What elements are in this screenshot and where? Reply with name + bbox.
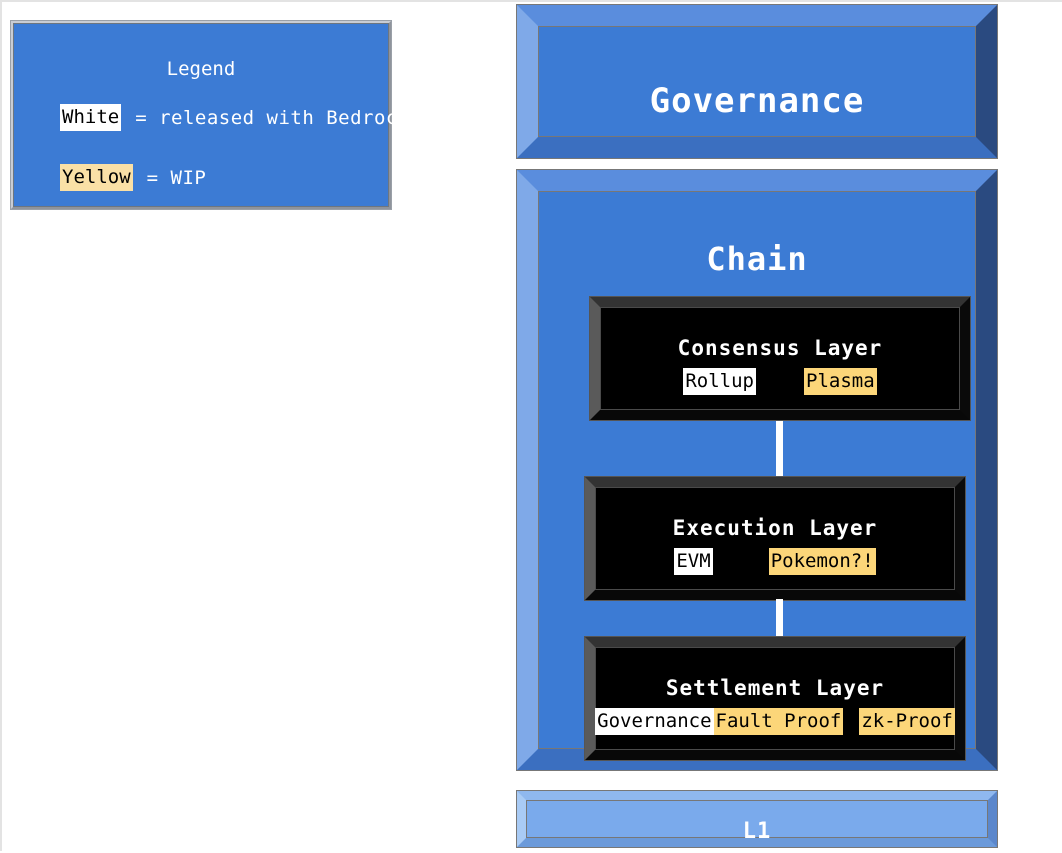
execution-layer-title: Execution Layer	[672, 516, 878, 540]
tag-evm[interactable]: EVM	[674, 548, 713, 575]
tag-governance[interactable]: Governance	[595, 708, 714, 735]
chain-inner: Chain Consensus Layer Rollup Plasma Exec…	[538, 191, 976, 761]
tag-plasma[interactable]: Plasma	[804, 368, 877, 395]
execution-layer-inner: Execution Layer EVM Pokemon?!	[595, 487, 955, 590]
settlement-layer-inner: Settlement Layer Governance Fault Proof …	[595, 647, 955, 750]
l1-title: L1	[742, 819, 772, 844]
tag-zk-proof[interactable]: zk-Proof	[859, 708, 955, 735]
legend-description-white: = released with Bedrock	[135, 106, 410, 129]
governance-box: Governance	[516, 4, 998, 159]
chain-box: Chain Consensus Layer Rollup Plasma Exec…	[516, 169, 998, 771]
connector-consensus-to-execution	[776, 421, 783, 478]
settlement-layer-tags: Governance Fault Proof zk-Proof	[595, 708, 955, 735]
consensus-layer-title: Consensus Layer	[677, 336, 883, 360]
consensus-layer-inner: Consensus Layer Rollup Plasma	[600, 307, 960, 410]
governance-inner: Governance	[538, 26, 976, 137]
settlement-layer-title: Settlement Layer	[665, 676, 885, 700]
governance-title: Governance	[649, 81, 865, 121]
execution-layer-tags: EVM Pokemon?!	[596, 548, 954, 575]
consensus-layer-tags: Rollup Plasma	[601, 368, 959, 395]
legend-entry-white: White = released with Bedrock	[60, 104, 410, 131]
execution-layer-box: Execution Layer EVM Pokemon?!	[584, 476, 966, 601]
settlement-layer-box: Settlement Layer Governance Fault Proof …	[584, 636, 966, 761]
legend-description-yellow: = WIP	[146, 166, 207, 189]
legend-inner: Legend White = released with Bedrock Yel…	[13, 23, 409, 207]
legend-entry-yellow: Yellow = WIP	[60, 164, 206, 191]
l1-box: L1	[516, 790, 998, 848]
l1-inner: L1	[526, 800, 988, 844]
legend-swatch-yellow: Yellow	[60, 164, 133, 191]
legend-title: Legend	[166, 58, 236, 80]
legend-panel: Legend White = released with Bedrock Yel…	[10, 20, 409, 210]
tag-rollup[interactable]: Rollup	[683, 368, 756, 395]
tag-pokemon[interactable]: Pokemon?!	[768, 548, 876, 575]
legend-swatch-white: White	[60, 104, 122, 131]
tag-fault-proof[interactable]: Fault Proof	[713, 708, 844, 735]
chain-title: Chain	[706, 240, 808, 278]
consensus-layer-box: Consensus Layer Rollup Plasma	[589, 296, 971, 421]
connector-execution-to-settlement	[776, 599, 783, 638]
